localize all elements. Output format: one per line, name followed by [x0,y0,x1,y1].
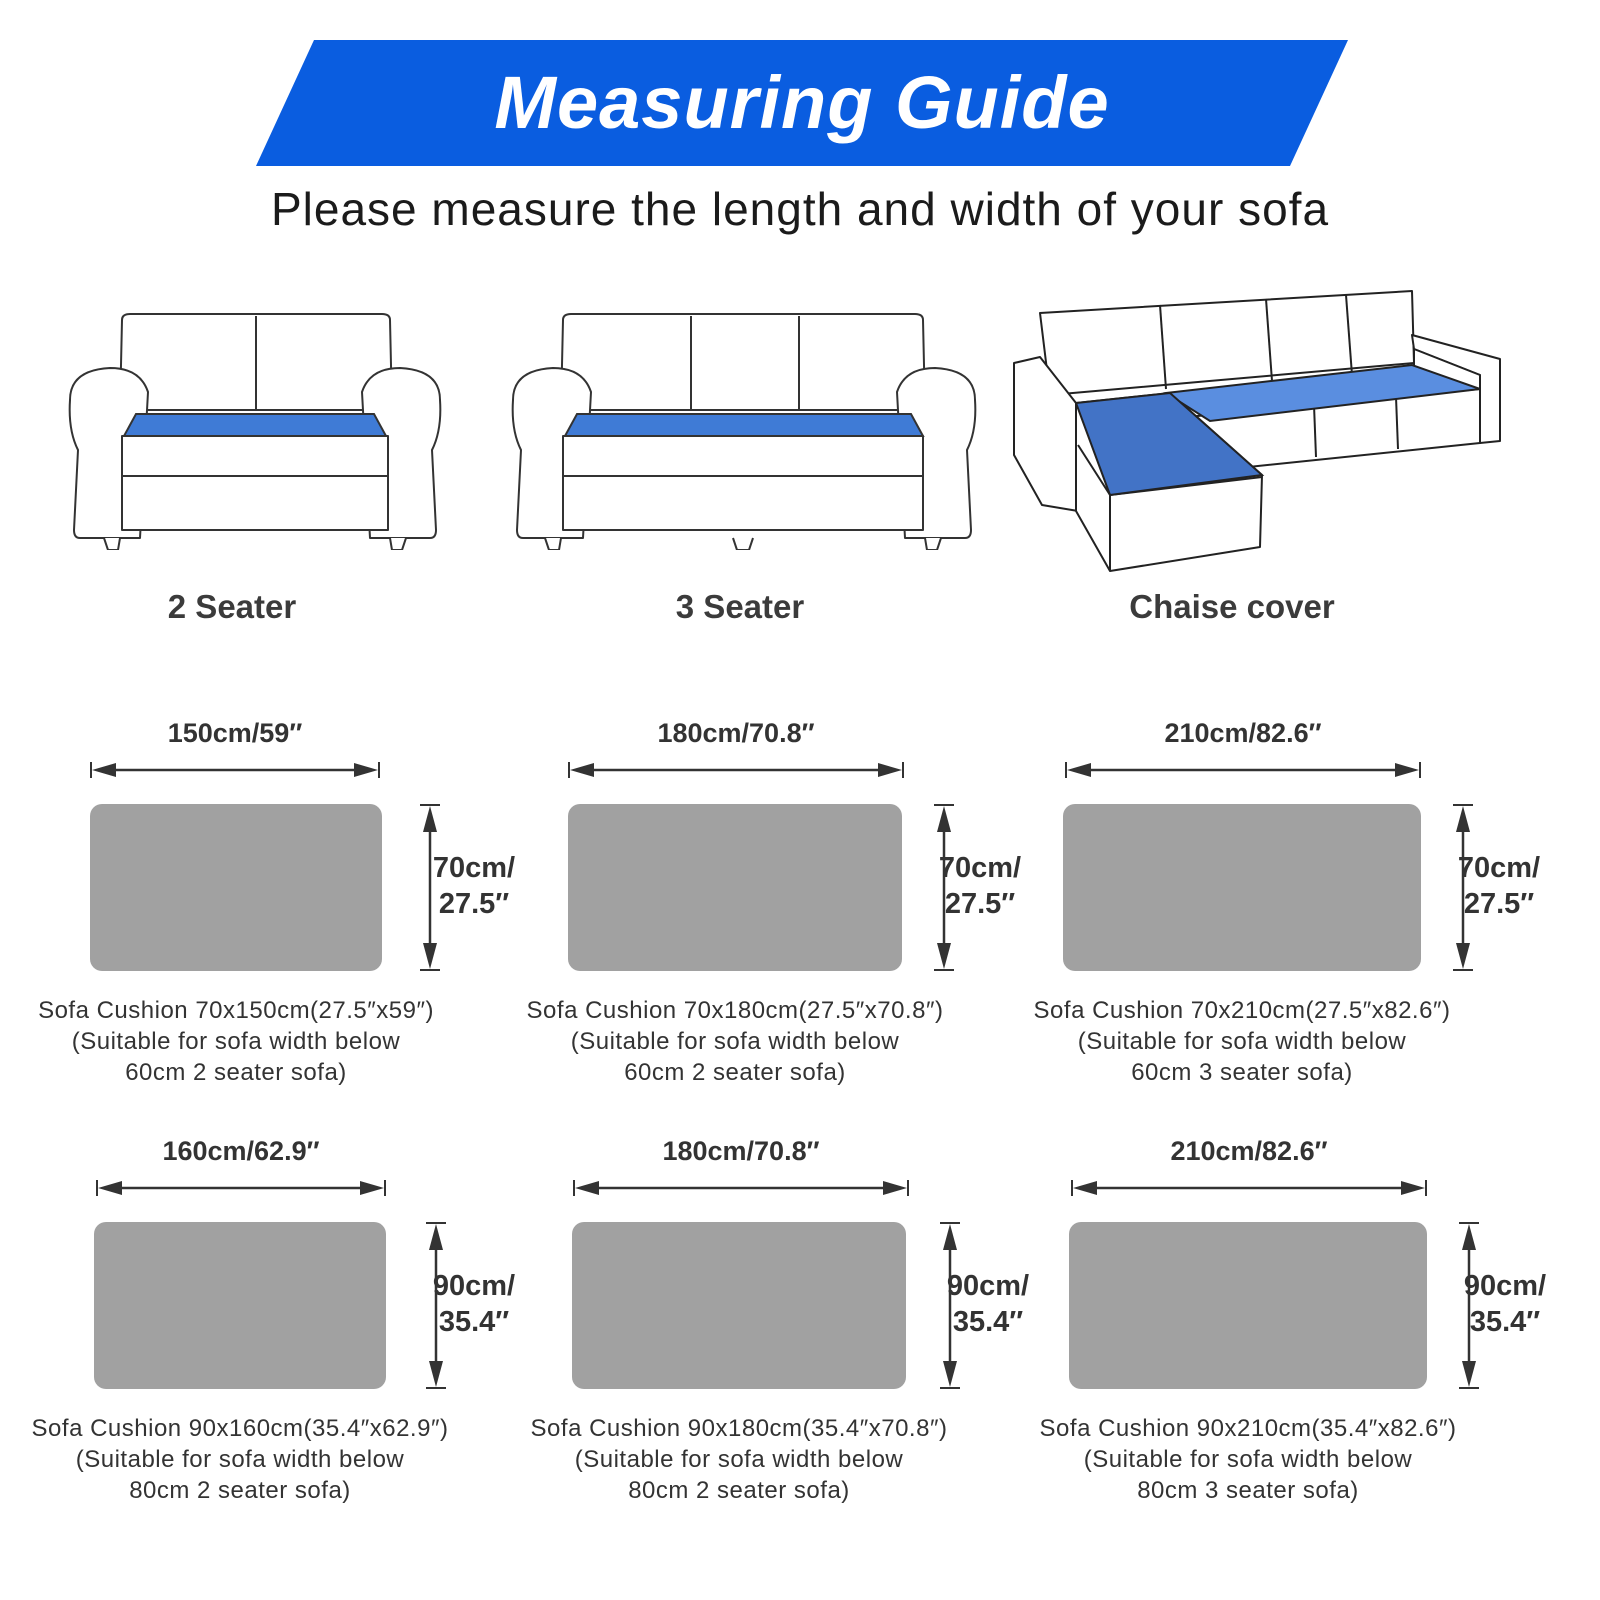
banner-shape [256,40,1348,166]
chaise-sofa-illustration [1013,290,1501,572]
height-arrow [938,1222,962,1394]
page-title: Measuring Guide [494,61,1110,144]
cushion-height-line2: 27.5″ [438,888,510,920]
cushion-shape [94,1222,386,1389]
cushion-caption: Sofa Cushion 70x180cm(27.5″x70.8″) (Suit… [485,995,985,1088]
cushion-height-line2: 35.4″ [1469,1306,1541,1338]
cushion-caption-line3: 80cm 2 seater sofa) [628,1477,850,1504]
cushion-caption-line1: Sofa Cushion 90x160cm(35.4″x62.9″) [31,1415,449,1442]
cushion-caption-line2: (Suitable for sofa width below [71,1028,401,1055]
sofa-label-two-seater: 2 Seater [167,588,297,625]
cushion-caption-line2: (Suitable for sofa width below [574,1446,904,1473]
cushion-width-label: 210cm/82.6″ [1170,1136,1328,1166]
cushion-caption-line3: 80cm 3 seater sofa) [1137,1477,1359,1504]
cushion-height-line1: 90cm/ [432,1270,516,1302]
sofa-label-three-seater: 3 Seater [675,588,805,625]
sofa-label-chaise: Chaise cover [1129,588,1335,625]
cushion-card: 160cm/62.9″ 90cm/ 35.4″ Sofa Cushion 90x… [10,1136,516,1536]
cushion-height-label: 70cm/ 27.5″ [930,850,1030,922]
cushion-height-line1: 70cm/ [1457,852,1541,884]
cushion-caption: Sofa Cushion 90x180cm(35.4″x70.8″) (Suit… [489,1413,989,1506]
cushion-caption: Sofa Cushion 70x210cm(27.5″x82.6″) (Suit… [992,995,1492,1088]
cushion-card: 210cm/82.6″ 90cm/ 35.4″ Sofa Cushion 90x… [1005,1136,1547,1536]
height-arrow [932,804,956,976]
cushion-height-label: 90cm/ 35.4″ [1455,1268,1555,1340]
cushion-height-line2: 35.4″ [438,1306,510,1338]
cushion-caption: Sofa Cushion 90x160cm(35.4″x62.9″) (Suit… [0,1413,490,1506]
width-arrow [1065,760,1421,785]
two-seater-sofa-illustration [68,313,442,550]
cushion-caption-line3: 60cm 2 seater sofa) [125,1059,347,1086]
cushion-caption-line3: 80cm 2 seater sofa) [129,1477,351,1504]
cushion-width-label: 210cm/82.6″ [1164,718,1322,748]
cushion-height-label: 70cm/ 27.5″ [424,850,524,922]
width-arrow [568,760,904,785]
cushion-caption-line1: Sofa Cushion 70x210cm(27.5″x82.6″) [1033,997,1451,1024]
cushion-card: 150cm/59″ 70cm/ 27.5″ Sofa Cushion 70x15… [10,718,515,1118]
cushion-shape [1069,1222,1427,1389]
cushion-height-label: 90cm/ 35.4″ [938,1268,1038,1340]
cushion-width-label: 150cm/59″ [167,718,303,748]
width-arrow [573,1178,909,1203]
cushion-caption-line3: 60cm 2 seater sofa) [624,1059,846,1086]
width-arrow [96,1178,386,1203]
width-arrow [1071,1178,1427,1203]
cushion-height-line1: 90cm/ [1463,1270,1547,1302]
cushion-caption-line2: (Suitable for sofa width below [570,1028,900,1055]
cushion-caption-line1: Sofa Cushion 70x180cm(27.5″x70.8″) [526,997,944,1024]
cushion-width-label: 160cm/62.9″ [162,1136,320,1166]
height-arrow [424,1222,448,1394]
cushion-width-label: 180cm/70.8″ [662,1136,820,1166]
cushion-caption: Sofa Cushion 90x210cm(35.4″x82.6″) (Suit… [998,1413,1498,1506]
height-arrow [418,804,442,976]
cushion-shape [1063,804,1421,971]
cushion-caption-line2: (Suitable for sofa width below [75,1446,405,1473]
cushion-card: 180cm/70.8″ 70cm/ 27.5″ Sofa Cushion 70x… [492,718,1022,1118]
cushion-shape [572,1222,906,1389]
cushion-height-line2: 35.4″ [952,1306,1024,1338]
cushion-height-line1: 90cm/ [946,1270,1030,1302]
cushion-caption-line1: Sofa Cushion 90x180cm(35.4″x70.8″) [530,1415,948,1442]
width-arrow [90,760,380,785]
cushion-height-label: 90cm/ 35.4″ [424,1268,524,1340]
cushion-caption-line1: Sofa Cushion 70x150cm(27.5″x59″) [38,997,434,1024]
cushion-caption-line3: 60cm 3 seater sofa) [1131,1059,1353,1086]
cushion-height-line2: 27.5″ [1463,888,1535,920]
cushion-caption-line1: Sofa Cushion 90x210cm(35.4″x82.6″) [1039,1415,1457,1442]
cushion-card: 210cm/82.6″ 70cm/ 27.5″ Sofa Cushion 70x… [1005,718,1541,1118]
cushion-caption-line2: (Suitable for sofa width below [1077,1028,1407,1055]
cushion-shape [90,804,382,971]
title-banner: Measuring Guide [256,40,1348,166]
three-seater-sofa-illustration [511,313,977,550]
cushion-card: 180cm/70.8″ 90cm/ 35.4″ Sofa Cushion 90x… [496,1136,1030,1536]
cushion-height-line1: 70cm/ [938,852,1022,884]
cushion-height-line2: 27.5″ [944,888,1016,920]
height-arrow [1457,1222,1481,1394]
cushion-caption: Sofa Cushion 70x150cm(27.5″x59″) (Suitab… [0,995,486,1088]
cushion-height-line1: 70cm/ [432,852,516,884]
cushion-width-label: 180cm/70.8″ [657,718,815,748]
height-arrow [1451,804,1475,976]
cushion-shape [568,804,902,971]
cushion-caption-line2: (Suitable for sofa width below [1083,1446,1413,1473]
page-subtitle: Please measure the length and width of y… [270,183,1330,235]
cushion-height-label: 70cm/ 27.5″ [1449,850,1549,922]
